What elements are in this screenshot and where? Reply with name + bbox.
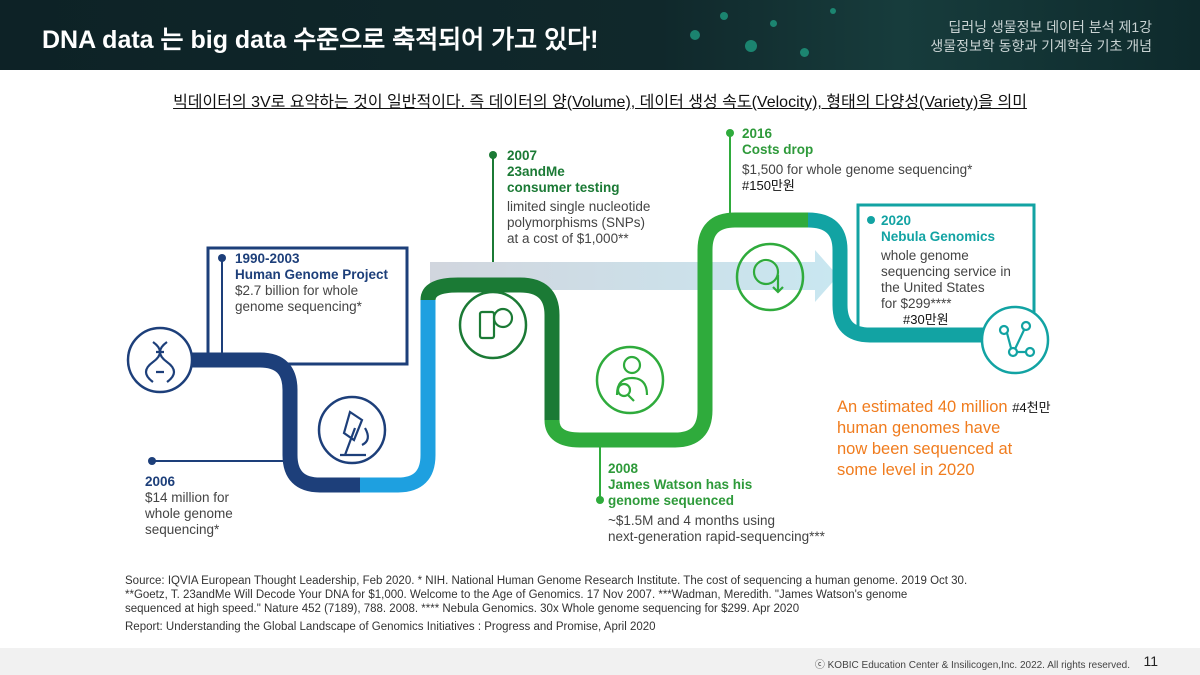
- event-desc: the United States: [881, 280, 985, 295]
- event-desc: $14 million for: [145, 490, 230, 505]
- annotation-note: #4천만: [1012, 400, 1051, 415]
- event-title: genome sequenced: [608, 493, 735, 508]
- decor-dot: [745, 40, 757, 52]
- source-line: **Goetz, T. 23andMe Will Decode Your DNA…: [125, 589, 908, 601]
- event-desc: sequencing*: [145, 522, 220, 537]
- event-year: 2016: [742, 126, 773, 141]
- decor-dot: [770, 20, 777, 27]
- source-line: sequenced at high speed." Nature 452 (71…: [125, 603, 800, 615]
- subtitle-line: 딥러닝 생물정보 데이터 분석 제1강: [948, 19, 1152, 35]
- path-segment-lightblue: [360, 300, 436, 493]
- event-year: 2008: [608, 461, 639, 476]
- callout-line: An estimated 40 million: [837, 398, 1008, 416]
- path-segment-green: [544, 212, 808, 448]
- person-search-icon: [595, 345, 665, 415]
- path-segment-darkgreen: [420, 277, 560, 420]
- event-title: consumer testing: [507, 180, 620, 195]
- hgp-box: [206, 246, 409, 366]
- event-desc: whole genome: [881, 248, 969, 263]
- event-desc: for $299****: [881, 296, 952, 311]
- decor-dot: [720, 12, 728, 20]
- event-title: Nebula Genomics: [881, 229, 996, 244]
- page-number: 11: [1143, 653, 1158, 669]
- decor-dot: [690, 30, 700, 40]
- dollar-down-icon: [735, 242, 805, 312]
- event-desc: sequencing service in: [881, 264, 1011, 279]
- event-year: 2007: [507, 148, 538, 163]
- annotation-note: #30만원: [903, 312, 949, 327]
- callout-line: some level in 2020: [837, 461, 975, 479]
- subtitle-line: 생물정보학 동향과 기계학습 기초 개념: [930, 38, 1152, 54]
- event-desc: limited single nucleotide: [507, 199, 651, 214]
- lead-text: 빅데이터의 3V로 요약하는 것이 일반적이다. 즉 데이터의 양(Volume…: [173, 94, 1027, 111]
- event-desc: $1,500 for whole genome sequencing*: [742, 162, 973, 177]
- callout-line: now been sequenced at: [837, 440, 1013, 458]
- footer-bar: [0, 648, 1200, 675]
- decor-dot: [830, 8, 836, 14]
- event-title: Human Genome Project: [235, 267, 389, 282]
- page-title: DNA data 는 big data 수준으로 축적되어 가고 있다!: [42, 26, 599, 54]
- source-citation: Source: IQVIA European Thought Leadershi…: [125, 574, 1085, 616]
- event-year: 2006: [145, 474, 176, 489]
- event-desc: whole genome: [145, 506, 233, 521]
- report-citation: Report: Understanding the Global Landsca…: [125, 621, 656, 633]
- header-banner: DNA data 는 big data 수준으로 축적되어 가고 있다! 딥러닝…: [0, 0, 1200, 70]
- genome-count-callout: An estimated 40 million #4천만 human genome…: [837, 397, 1051, 481]
- event-desc: $2.7 billion for whole genome sequencing…: [235, 283, 362, 314]
- event-desc: ~$1.5M and 4 months using: [608, 513, 775, 528]
- event-title: Costs drop: [742, 142, 814, 157]
- microscope-icon: [317, 395, 387, 465]
- event-title: James Watson has his: [608, 477, 753, 492]
- decor-dot: [800, 48, 809, 57]
- annotation-note: #150만원: [742, 178, 795, 193]
- callout-line: human genomes have: [837, 419, 1001, 437]
- event-desc: next-generation rapid-sequencing***: [608, 529, 825, 544]
- event-year: 2020: [881, 213, 912, 228]
- path-segment-teal: [807, 212, 985, 343]
- source-line: Source: IQVIA European Thought Leadershi…: [125, 575, 968, 587]
- copyright: ⓒ KOBIC Education Center & Insilicogen,I…: [814, 660, 1130, 671]
- event-title: 23andMe: [507, 164, 565, 179]
- dna-icon: [126, 326, 194, 394]
- event-desc: at a cost of $1,000**: [507, 231, 629, 246]
- path-segment-navy: [190, 352, 360, 493]
- event-desc: polymorphisms (SNPs): [507, 215, 646, 230]
- event-year: 1990-2003: [235, 251, 300, 266]
